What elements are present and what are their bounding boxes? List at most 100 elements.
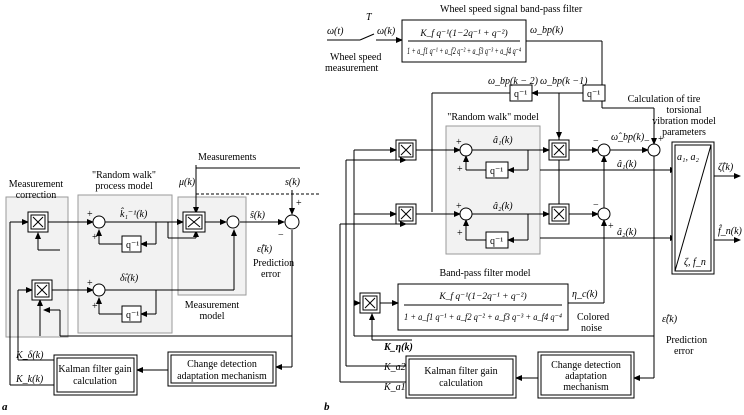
s-label: s(k) [285, 177, 301, 188]
svg-text:+: + [87, 278, 93, 289]
calc-params-label-3: vibration model [652, 116, 716, 127]
svg-text:+: + [658, 134, 664, 145]
measurement-correction-label-1: Measurement [9, 179, 64, 190]
svg-text:+: + [456, 201, 462, 212]
change-detection-b-label-2: adaptation [565, 371, 607, 382]
s-hat-label: ŝ(k) [250, 210, 266, 221]
random-walk-model-label: "Random walk" model [447, 112, 539, 123]
change-detection-b-label-3: mechanism [563, 382, 609, 393]
multiplier-b-3 [548, 139, 570, 161]
delay-b-4-label: q⁻¹ [490, 236, 503, 247]
kalman-b-label-2: calculation [439, 378, 483, 389]
k-delta-label: K_δ(k) [15, 350, 44, 361]
a1a2-label: a₁, a₂ [677, 152, 699, 163]
prediction-error-a-1: Prediction [253, 258, 294, 269]
change-detection-b-label-1: Change detection [551, 360, 621, 371]
random-walk-label-2: process model [95, 181, 153, 192]
k-eta-label: K_η(k) [383, 342, 413, 353]
kalman-a-label-2: calculation [73, 376, 117, 387]
omega-k-label: ω(k) [377, 26, 396, 37]
svg-text:+: + [457, 164, 463, 175]
svg-text:+: + [92, 232, 98, 243]
a1-hat-out-label: â₁(k) [617, 159, 637, 170]
multiplier-b-5 [359, 292, 381, 314]
multiplier-a-model [182, 211, 206, 233]
change-detection-a-label-1: Change detection [187, 359, 257, 370]
fn-hat-label: f̂_n(k) [718, 224, 743, 237]
svg-text:+: + [92, 301, 98, 312]
k-k-label: K_k(k) [15, 374, 44, 385]
wheel-speed-label-2: measurement [325, 63, 379, 74]
measurement-model-label-1: Measurement [185, 300, 240, 311]
sum-a-3 [226, 215, 240, 229]
a2-hat-out-label: â₂(k) [617, 227, 637, 238]
eta-label: η_c(k) [572, 289, 598, 300]
svg-text:+: + [457, 228, 463, 239]
sum-a-2 [92, 283, 106, 297]
k1-label: k̂₁⁻¹(k) [120, 207, 148, 220]
tf-den-top: 1 + a_f1 q⁻¹ + a_f2 q⁻² + a_f3 q⁻³ + a_f… [407, 46, 521, 57]
sum-a-1 [92, 215, 106, 229]
calc-params-label-4: parameters [662, 127, 706, 138]
a2-hat-label: â₂(k) [493, 201, 513, 212]
kalman-b-label-1: Kalman filter gain [424, 366, 497, 377]
colored-noise-label-2: noise [581, 323, 603, 334]
multiplier-b-4 [548, 203, 570, 225]
multiplier-a-bottom [31, 279, 53, 301]
delay-a-2-label: q⁻¹ [126, 310, 139, 321]
prediction-error-a-2: error [261, 269, 281, 280]
sum-b-error [647, 143, 661, 157]
tf-num-model: K_f q⁻¹(1−2q⁻¹ + q⁻²) [438, 291, 526, 302]
zeta-fn-label: ζ, f_n [684, 257, 706, 268]
bpf-model-box [397, 283, 569, 331]
prediction-error-b-1: Prediction [666, 335, 707, 346]
mu-label: μ(k) [178, 177, 196, 188]
delay-a-1 [121, 235, 142, 253]
delay-a-1-label: q⁻¹ [126, 240, 139, 251]
sampler-t-label: T [366, 12, 373, 23]
omega-bp-label: ω_bp(k) [530, 25, 564, 36]
sum-b-1 [459, 143, 473, 157]
svg-text:+: + [296, 198, 302, 209]
sum-b-4 [597, 207, 611, 221]
multiplier-a-top [27, 211, 49, 233]
svg-text:−: − [278, 230, 284, 241]
sum-b-3 [597, 143, 611, 157]
kalman-a-label-1: Kalman filter gain [58, 364, 131, 375]
panel-a-label: a [2, 401, 8, 413]
bpf-model-label: Band-pass filter model [439, 268, 530, 279]
random-walk-label-1: "Random walk" [92, 170, 156, 181]
delay-b-2-label: q⁻¹ [514, 89, 527, 100]
svg-text:−: − [644, 136, 650, 147]
filter-title: Wheel speed signal band-pass filter [440, 4, 583, 15]
eps-a-label: ε̂(k) [257, 244, 273, 255]
sum-b-2 [459, 207, 473, 221]
panel-b-label: b [324, 401, 330, 413]
prediction-error-b-2: error [674, 346, 694, 357]
k-a2-label: K_a2(k) [383, 362, 417, 373]
colored-noise-label-1: Colored [577, 312, 609, 323]
svg-text:+: + [608, 221, 614, 232]
delay-b-1-label: q⁻¹ [587, 89, 600, 100]
sum-a-error [284, 214, 300, 230]
a1-hat-label: â₁(k) [493, 135, 513, 146]
tf-num-top: K_f q⁻¹(1−2q⁻¹ + q⁻²) [419, 28, 507, 39]
k-a1-label: K_a1(k) [383, 382, 417, 393]
omega-bp-hat-label: ω̂_bp(k) [611, 132, 645, 143]
tf-den-model: 1 + a_f1 q⁻¹ + a_f2 q⁻² + a_f3 q⁻³ + a_f… [404, 312, 563, 323]
delay-a-2 [121, 305, 142, 323]
calc-params-label-1: Calculation of tire [628, 94, 701, 105]
measurements-label: Measurements [198, 152, 256, 163]
svg-text:+: + [87, 209, 93, 220]
omega-bp-1-label: ω_bp(k −1) [540, 76, 588, 87]
omega-bp-2-label: ω_bp(k − 2) [488, 76, 539, 87]
omega-t-label: ω(t) [327, 26, 344, 37]
svg-text:−: − [593, 136, 599, 147]
calc-params-label-2: torsional [667, 105, 702, 116]
multiplier-b-1 [395, 139, 417, 161]
delta-label: δ̂ₗ(k) [120, 273, 139, 284]
delay-b-3-label: q⁻¹ [490, 166, 503, 177]
eps-b-label: ε̂(k) [662, 314, 678, 325]
svg-text:+: + [456, 137, 462, 148]
